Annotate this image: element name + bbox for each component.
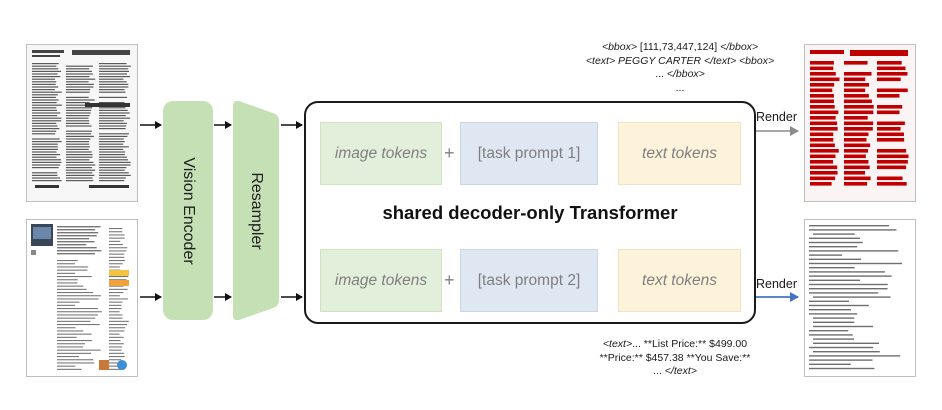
- task-prompt-box-2: [task prompt 2]: [460, 249, 598, 312]
- newspaper-input-image: [26, 44, 138, 202]
- plus-sign-2: +: [444, 270, 455, 290]
- image-tokens-label-1: image tokens: [334, 144, 428, 162]
- bbox-output-snippet: <bbox> [111,73,447,124] </bbox> <text> P…: [565, 41, 795, 95]
- webpage-input-image: [26, 219, 138, 377]
- newspaper-thumbnail: [27, 45, 137, 201]
- resampler-trapezoid: [233, 101, 279, 320]
- image-tokens-box-2: image tokens: [320, 249, 442, 312]
- bbox-snippet-line-1: <bbox> [111,73,447,124] </bbox>: [601, 41, 759, 53]
- text-snippet-line-2: **Price:** $457.38 **You Save:**: [599, 351, 751, 364]
- bbox-snippet-line-3: ... </bbox>: [655, 68, 705, 80]
- markdown-text-thumbnail: [805, 220, 915, 376]
- product-page-thumbnail: [27, 220, 137, 376]
- task-prompt-label-2: [task prompt 2]: [477, 271, 581, 289]
- plus-sign-1: +: [444, 143, 455, 163]
- text-snippet-line-1: <text>... **List Price:** $499.00: [602, 338, 748, 350]
- bbox-snippet-line-4: ...: [675, 81, 685, 94]
- image-tokens-box-1: image tokens: [320, 122, 442, 185]
- transformer-title: shared decoder-only Transformer: [382, 202, 678, 223]
- text-tokens-label-1: text tokens: [642, 144, 717, 162]
- render-label-bottom: Render: [756, 277, 797, 291]
- image-tokens-label-2: image tokens: [334, 271, 428, 289]
- task-prompt-box-1: [task prompt 1]: [460, 122, 598, 185]
- text-snippet-line-3: ... </text>: [653, 365, 697, 377]
- bbox-snippet-line-2: <text> PEGGY CARTER </text> <bbox>: [585, 54, 775, 67]
- render-label-top: Render: [756, 110, 797, 124]
- text-tokens-box-1: text tokens: [618, 122, 741, 185]
- task-prompt-label-1: [task prompt 1]: [477, 144, 581, 162]
- vision-encoder-block: Vision Encoder: [163, 101, 213, 320]
- newspaper-with-red-boxes-thumbnail: [805, 45, 915, 201]
- rendered-bbox-output-image: [804, 44, 916, 202]
- rendered-text-output-image: [804, 219, 916, 377]
- resampler-block: Resampler: [233, 101, 279, 320]
- text-tokens-label-2: text tokens: [642, 271, 717, 289]
- text-output-snippet: <text>... **List Price:** $499.00 **Pric…: [560, 338, 790, 379]
- text-tokens-box-2: text tokens: [618, 249, 741, 312]
